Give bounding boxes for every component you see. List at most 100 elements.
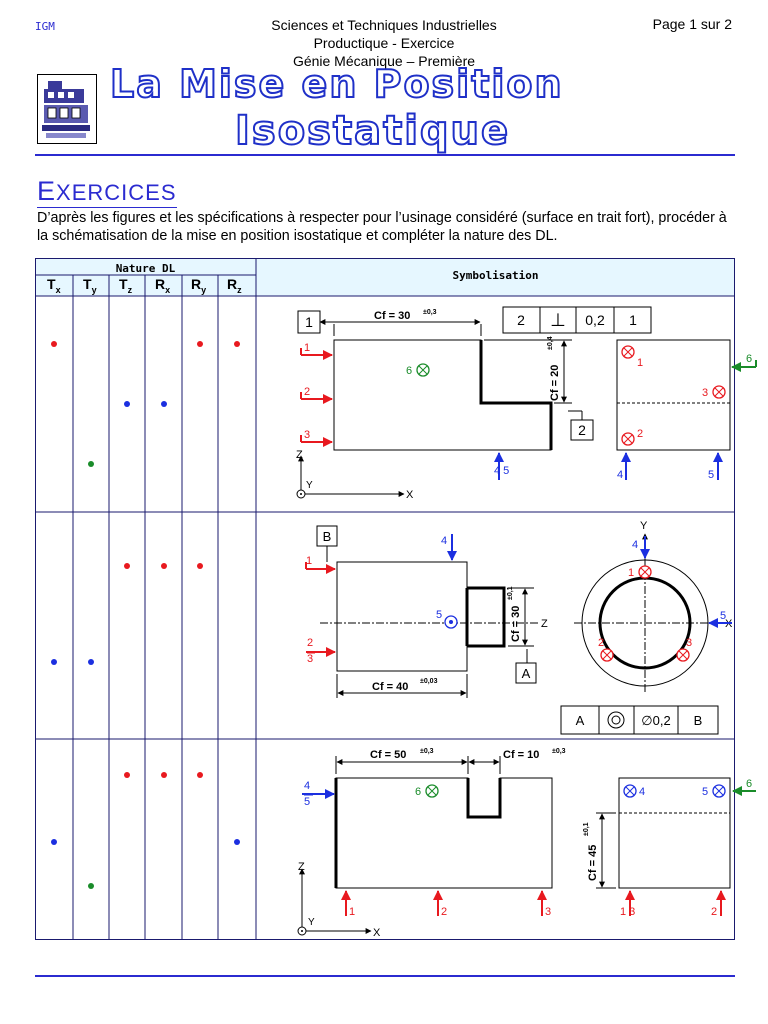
svg-text:2: 2 (441, 906, 447, 918)
exercises-heading: EXERCICES (37, 176, 177, 208)
exercise-table: Nature DL Symbolisation Tx Ty Tz Rx Ry R… (35, 258, 757, 940)
svg-text:B: B (323, 529, 332, 544)
svg-text:6: 6 (746, 778, 752, 790)
svg-text:Cf = 40: Cf = 40 (372, 681, 408, 693)
course-line-1: Sciences et Techniques Industrielles (271, 17, 497, 33)
svg-text:6: 6 (406, 365, 412, 377)
svg-text:1: 1 (305, 314, 313, 330)
course-header: Sciences et Techniques Industrielles Pro… (200, 16, 568, 70)
title-line-2: Isostatique (234, 107, 511, 155)
svg-text:3: 3 (702, 387, 708, 399)
svg-text:2: 2 (711, 906, 717, 918)
figure-3: Cf = 50 ±0,3 Cf = 10 ±0,3 4 5 6 1 2 3 Z … (297, 748, 756, 939)
dl-label-rx: Rx (155, 276, 171, 295)
svg-text:2: 2 (598, 637, 604, 649)
svg-text:Y: Y (306, 480, 313, 491)
svg-text:±0,1: ±0,1 (583, 822, 590, 836)
svg-text:Cf = 30: Cf = 30 (510, 606, 522, 642)
svg-text:2: 2 (304, 386, 310, 398)
svg-text:3: 3 (307, 653, 313, 665)
school-abbrev: IGM (35, 20, 55, 33)
dl-dot (197, 563, 203, 570)
dl-dot (88, 658, 94, 665)
figure-1: 1 Cf = 30 ±0,3 Cf = 20 ±0,4 2 2 ⊥ 0,2 1 … (296, 306, 757, 501)
svg-text:2: 2 (578, 422, 586, 438)
table-grid (35, 258, 735, 940)
svg-text:Cf = 20: Cf = 20 (549, 365, 561, 401)
exercises-description: D’après les figures et les spécification… (37, 210, 727, 244)
svg-text:A: A (522, 666, 531, 681)
svg-text:5: 5 (720, 610, 726, 622)
dl-label-tx: Tx (47, 276, 61, 295)
svg-text:Y: Y (640, 520, 648, 532)
svg-text:6: 6 (746, 353, 752, 365)
svg-text:2: 2 (637, 428, 643, 440)
svg-text:X: X (406, 489, 414, 501)
svg-text:2: 2 (307, 637, 313, 649)
dl-dot (160, 772, 167, 779)
figure-2: B Z Cf = 30 ±0,1 Cf = 40 ±0,03 A A ∅0,2 … (305, 520, 733, 735)
svg-text:1: 1 (304, 342, 310, 354)
svg-text:1 3: 1 3 (620, 906, 635, 918)
svg-text:∅0,2: ∅0,2 (641, 713, 670, 728)
svg-text:±0,03: ±0,03 (420, 678, 438, 685)
dl-dot (51, 838, 57, 845)
svg-text:4: 4 (639, 786, 645, 798)
dl-dot (160, 563, 167, 570)
dl-dot (124, 563, 130, 570)
svg-text:2: 2 (517, 312, 525, 328)
title-line-1: La Mise en Position (109, 61, 564, 107)
svg-text:±0,4: ±0,4 (547, 336, 554, 350)
svg-text:4: 4 (632, 539, 638, 551)
dl-dot (197, 772, 203, 779)
svg-text:A: A (576, 713, 585, 728)
svg-text:1: 1 (628, 567, 634, 579)
dl-dot (197, 340, 203, 347)
dl-dot (124, 401, 130, 407)
svg-text:5: 5 (304, 796, 310, 808)
svg-text:Cf = 50: Cf = 50 (370, 749, 406, 761)
svg-text:1: 1 (637, 357, 643, 369)
dl-label-tz: Tz (119, 276, 133, 295)
footer-divider (35, 975, 735, 977)
dl-dot (51, 658, 57, 665)
svg-text:4: 4 (441, 535, 447, 547)
svg-text:Y: Y (308, 917, 315, 928)
dl-dot (88, 461, 94, 468)
svg-text:3: 3 (545, 906, 551, 918)
svg-text:Z: Z (541, 618, 548, 630)
svg-text:±0,3: ±0,3 (420, 748, 434, 755)
dl-dot (234, 340, 240, 347)
svg-text:1: 1 (629, 312, 637, 328)
svg-text:4: 4 (617, 469, 623, 481)
page-indicator: Page 1 sur 2 (652, 16, 732, 32)
svg-text:3: 3 (304, 429, 310, 441)
svg-text:Cf = 30: Cf = 30 (374, 310, 410, 322)
dl-label-rz: Rz (227, 276, 242, 295)
dl-dot (51, 340, 57, 347)
nature-dl-header: Nature DL (115, 262, 176, 275)
svg-text:B: B (694, 713, 703, 728)
exercises-heading-initial: E (37, 176, 57, 206)
dl-label-ry: Ry (191, 276, 207, 295)
svg-text:Z: Z (298, 861, 305, 873)
svg-text:±0,3: ±0,3 (552, 748, 566, 755)
svg-text:±0,3: ±0,3 (423, 309, 437, 316)
svg-text:4 5: 4 5 (494, 465, 509, 477)
svg-text:X: X (373, 927, 381, 939)
svg-text:Cf = 45: Cf = 45 (587, 845, 599, 881)
symbolisation-header: Symbolisation (452, 269, 539, 282)
svg-text:6: 6 (415, 786, 421, 798)
svg-text:0,2: 0,2 (585, 312, 605, 328)
dl-label-ty: Ty (83, 276, 97, 295)
svg-text:±0,1: ±0,1 (507, 586, 514, 600)
symbol-header-bg (256, 258, 735, 296)
svg-text:5: 5 (708, 469, 714, 481)
dl-dot (88, 882, 94, 889)
svg-text:1: 1 (349, 906, 355, 918)
svg-text:1: 1 (306, 555, 312, 567)
svg-text:5: 5 (702, 786, 708, 798)
dl-dot (160, 401, 167, 407)
course-line-2: Productique - Exercice (313, 35, 455, 51)
svg-text:5: 5 (436, 609, 442, 621)
